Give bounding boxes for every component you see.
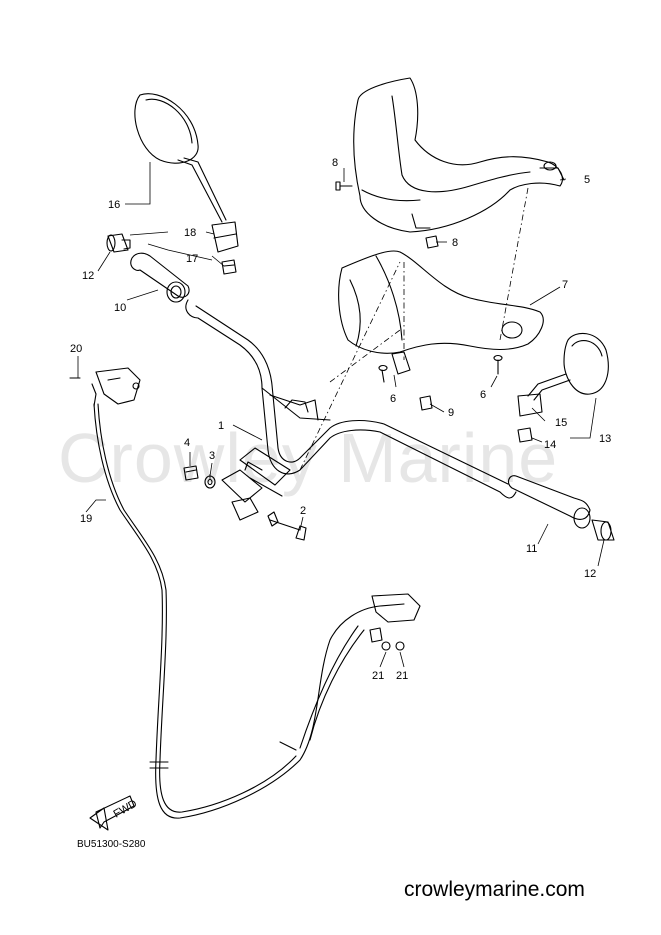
screw-8-upper xyxy=(335,181,353,191)
callout-10: 10 xyxy=(114,302,126,314)
callout-4: 4 xyxy=(184,437,190,449)
callout-2: 2 xyxy=(300,505,306,517)
callout-8-lower: 8 xyxy=(452,237,458,249)
left-switch xyxy=(69,367,141,407)
callout-11: 11 xyxy=(526,543,537,555)
right-switch xyxy=(279,593,421,751)
right-mirror xyxy=(517,332,609,417)
callout-14: 14 xyxy=(544,439,556,451)
grip-end-right xyxy=(591,519,615,541)
callout-3: 3 xyxy=(209,450,215,462)
callout-13: 13 xyxy=(599,433,611,445)
screw-6-right xyxy=(493,354,503,375)
left-mirror xyxy=(134,93,239,253)
left-grip xyxy=(130,252,190,303)
handlebar xyxy=(185,299,517,521)
callout-19: 19 xyxy=(80,513,92,525)
screw-8-lower xyxy=(425,235,439,249)
callout-1: 1 xyxy=(218,420,224,432)
lower-cover xyxy=(338,250,544,375)
watermark-text: Crowley Marine xyxy=(58,419,559,497)
callout-8-upper: 8 xyxy=(332,157,338,169)
callout-17: 17 xyxy=(186,253,198,265)
callout-7: 7 xyxy=(562,279,568,291)
grip-end-left xyxy=(106,233,131,253)
callout-21-b: 21 xyxy=(396,670,408,682)
callout-20: 20 xyxy=(70,343,82,355)
callout-6-right: 6 xyxy=(480,389,486,401)
callouts: 1 2 3 4 5 6 6 7 8 8 9 10 11 12 12 13 14 … xyxy=(70,157,611,682)
upper-cover xyxy=(353,77,565,233)
bolt-9 xyxy=(419,395,433,411)
callout-9: 9 xyxy=(448,407,454,419)
callout-21-a: 21 xyxy=(372,670,384,682)
callout-15: 15 xyxy=(555,417,567,429)
reference-code: BU51300-S280 xyxy=(77,839,146,850)
right-grip xyxy=(507,475,591,529)
screw-21-a xyxy=(381,641,391,651)
callout-12-left: 12 xyxy=(82,270,94,282)
callout-5: 5 xyxy=(584,174,590,186)
callout-12-right: 12 xyxy=(584,568,596,580)
screw-6-left xyxy=(378,364,388,383)
mirror-nut-left xyxy=(221,259,237,275)
screw-21-b xyxy=(395,641,405,651)
bolt xyxy=(267,511,307,541)
callout-18: 18 xyxy=(184,227,196,239)
leader-lines xyxy=(77,162,605,668)
website-text: crowleymarine.com xyxy=(404,878,585,901)
callout-6-left: 6 xyxy=(390,393,396,405)
mirror-nut-right xyxy=(517,427,533,443)
nut xyxy=(183,465,199,481)
callout-16: 16 xyxy=(108,199,120,211)
throttle-cable xyxy=(93,403,381,819)
fwd-arrow xyxy=(89,795,135,831)
fwd-label: FWD xyxy=(112,798,140,821)
